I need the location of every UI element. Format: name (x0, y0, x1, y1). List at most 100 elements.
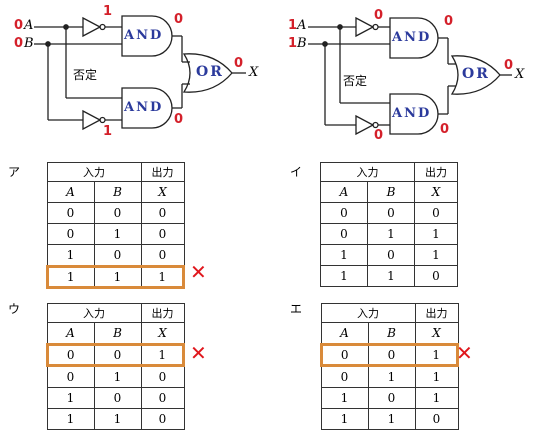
table-cell: 1 (93, 408, 142, 430)
table-label: エ (290, 302, 303, 316)
output-header: 出力 (414, 162, 458, 182)
table-cell: 1 (140, 265, 185, 289)
and-gate-top-right (389, 17, 439, 59)
left-or-label: OR (196, 64, 224, 80)
column-header: X (140, 181, 185, 203)
table-cell: 1 (414, 365, 459, 388)
left-negation-label: 否定 (73, 68, 98, 82)
right-and-bottom-label: AND (392, 106, 432, 121)
left-not-top-output: 1 (103, 4, 113, 19)
right-negation-label: 否定 (343, 74, 368, 88)
right-and-bottom-output: 0 (440, 122, 450, 137)
left-input-a-name: A (24, 18, 34, 33)
right-not-bottom-output: 0 (374, 128, 384, 143)
table-cell: 0 (320, 223, 368, 245)
right-input-b-value: 1 (288, 36, 298, 51)
right-output-name: X (515, 67, 525, 82)
input-header: 入力 (46, 162, 142, 182)
input-header: 入力 (46, 303, 142, 323)
column-header: X (414, 181, 458, 203)
table-cell: 0 (93, 244, 142, 267)
table-label: ウ (8, 302, 21, 316)
table-cell: 0 (140, 365, 185, 388)
table-cell: 0 (140, 223, 185, 245)
not-gate-bottom-left (82, 109, 102, 131)
table-label: イ (290, 165, 303, 179)
table-cell: 0 (367, 244, 415, 266)
table-cell: 0 (414, 408, 459, 430)
table-label: ア (8, 165, 21, 179)
table-cell: 1 (93, 365, 142, 388)
table-cell: 1 (93, 223, 142, 245)
right-input-a-name: A (297, 18, 307, 33)
column-header: A (46, 181, 95, 203)
table-cell: 1 (367, 408, 416, 430)
and-gate-top-left (121, 15, 173, 57)
table-cell: 0 (140, 387, 185, 409)
right-not-top-output: 0 (374, 8, 384, 23)
table-cell: 1 (46, 244, 95, 267)
table-cell: 1 (414, 343, 459, 367)
left-not-bottom-output: 1 (103, 124, 113, 139)
table-cell: 1 (320, 408, 369, 430)
table-cell: 0 (46, 365, 95, 388)
or-gate-right (450, 55, 501, 95)
right-input-a-value: 1 (288, 18, 298, 33)
output-header: 出力 (414, 303, 459, 323)
table-cell: 1 (46, 408, 95, 430)
left-output-name: X (249, 65, 259, 80)
table-cell: 0 (46, 223, 95, 245)
table-cell: 0 (140, 202, 185, 224)
right-or-output: 0 (504, 58, 514, 73)
column-header: A (320, 181, 368, 203)
left-input-b-value: 0 (14, 36, 24, 51)
table-cell: 0 (46, 202, 95, 224)
table-cell: 1 (414, 244, 458, 266)
table-cell: 0 (320, 202, 368, 224)
left-circuit (34, 15, 246, 131)
column-header: X (140, 322, 185, 345)
right-and-top-output: 0 (444, 14, 454, 29)
column-header: X (414, 322, 459, 345)
table-cell: 0 (46, 343, 95, 367)
right-circuit (308, 16, 512, 136)
column-header: A (320, 322, 369, 345)
table-cell: 0 (367, 387, 416, 409)
and-gate-bottom-right (389, 93, 439, 135)
left-and-top-output: 0 (174, 12, 184, 27)
and-gate-bottom-left (121, 87, 173, 129)
not-gate-top-right (355, 16, 375, 38)
not-gate-top-left (82, 16, 102, 38)
table-cell: 1 (46, 265, 95, 289)
table-cell: 0 (140, 244, 185, 267)
output-header: 出力 (140, 303, 185, 323)
table-cell: 0 (93, 202, 142, 224)
table-cell: 0 (140, 408, 185, 430)
left-input-b-name: B (24, 36, 34, 51)
column-header: B (93, 181, 142, 203)
table-cell: 1 (414, 387, 459, 409)
input-header: 入力 (320, 303, 416, 323)
column-header: B (93, 322, 142, 345)
table-cell: 0 (320, 343, 369, 367)
table-cell: 0 (414, 265, 458, 287)
table-cell: 1 (140, 343, 185, 367)
table-cell: 0 (367, 343, 416, 367)
left-input-a-value: 0 (14, 18, 24, 33)
table-cell: 1 (367, 265, 415, 287)
right-and-top-label: AND (392, 30, 432, 45)
